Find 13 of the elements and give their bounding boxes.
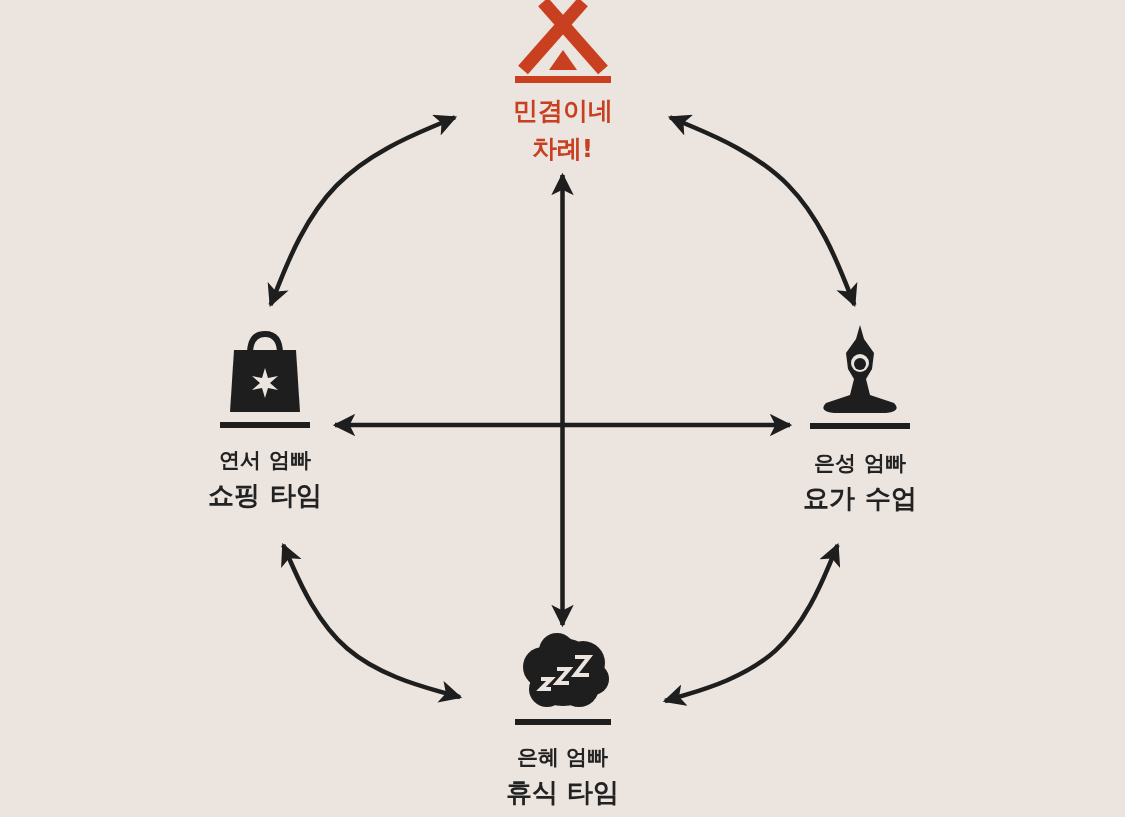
node-label: 민겸이네 차례! — [511, 95, 614, 165]
node-subtitle: 은성 엄빠 — [814, 450, 906, 477]
double-arrow — [332, 413, 793, 437]
node-title: 휴식 타임 — [505, 776, 620, 809]
node-subtitle: 은혜 엄빠 — [516, 744, 609, 771]
double-arrow — [281, 542, 463, 703]
node-title: 쇼핑 타임 — [208, 479, 322, 512]
double-arrow — [551, 172, 574, 628]
node-title: 요가 수업 — [803, 482, 917, 515]
double-arrow — [667, 114, 858, 308]
double-arrow — [267, 114, 458, 308]
node-subtitle: 연서 엄빠 — [219, 447, 311, 474]
double-arrow — [662, 542, 841, 706]
